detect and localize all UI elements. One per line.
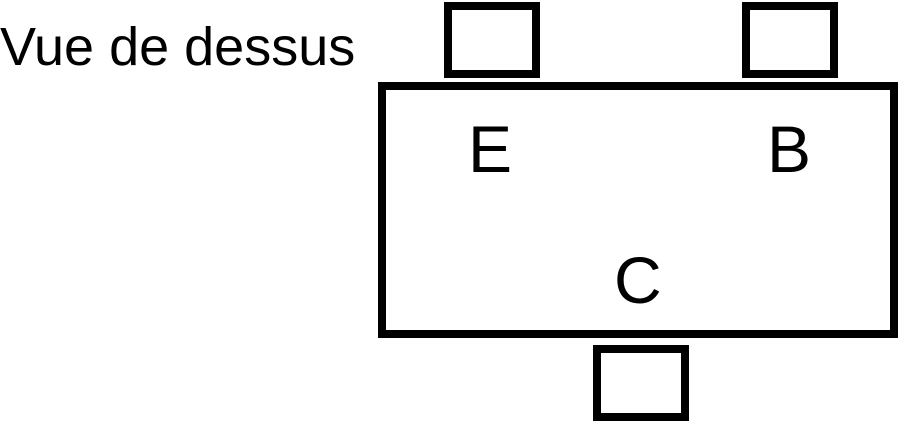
collector-pad xyxy=(593,345,689,421)
collector-label: C xyxy=(614,243,662,317)
component-body xyxy=(378,82,898,338)
base-pad xyxy=(742,2,838,78)
view-title: Vue de dessus xyxy=(0,17,356,77)
emitter-pad xyxy=(444,2,540,78)
emitter-label: E xyxy=(468,112,513,186)
base-label: B xyxy=(767,112,812,186)
